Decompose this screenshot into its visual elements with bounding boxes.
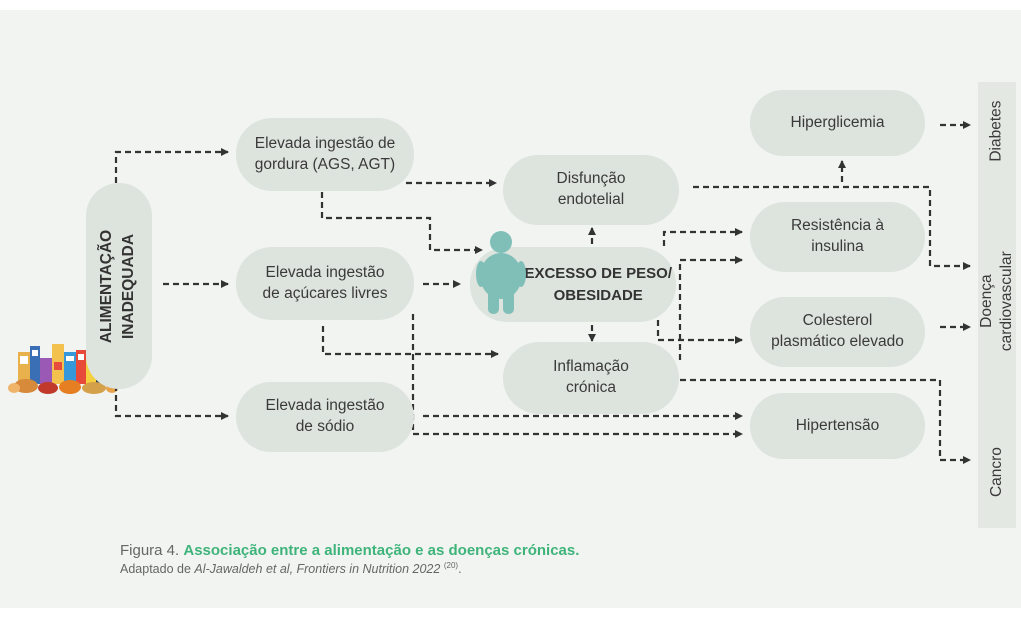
- alimentacao-line-2: INADEQUADA: [121, 233, 138, 339]
- node-alimentacao-inadequada: ALIMENTAÇÃO INADEQUADA: [86, 183, 152, 389]
- colesterol-line-2: plasmático elevado: [771, 333, 904, 350]
- cancro-label: Cancro: [987, 447, 1005, 497]
- figure-source: Adaptado de Al-Jawaldeh et al, Frontiers…: [120, 561, 462, 576]
- arrow-excesso-resistencia: [662, 228, 743, 246]
- inflamacao-line-1: Inflamação: [553, 358, 629, 376]
- figure-caption: Figura 4. Associação entre a alimentação…: [120, 542, 579, 559]
- doenca-line-1: Doença: [977, 274, 995, 328]
- gordura-line-2: gordura (AGS, AGT): [254, 155, 396, 173]
- disfuncao-line-2: endotelial: [557, 191, 625, 208]
- alimentacao-line-1: ALIMENTAÇÃO: [98, 229, 116, 343]
- node-resistencia-insulina: Resistência à insulina: [750, 202, 925, 272]
- outcome-diabetes: Diabetes: [978, 86, 1016, 176]
- node-inflamacao-cronica: Inflamação crónica: [503, 342, 679, 414]
- arrow-alim-sodio: [114, 385, 229, 420]
- outcome-cancro: Cancro: [978, 420, 1016, 524]
- disfuncao-line-1: Disfunção: [556, 170, 626, 188]
- node-gordura: Elevada ingestão de gordura (AGS, AGT): [236, 118, 414, 191]
- doenca-line-2: cardiovascular: [998, 251, 1015, 351]
- sodio-line-2: de sódio: [295, 418, 355, 435]
- source-reference: (20): [443, 561, 459, 570]
- source-citation: Al-Jawaldeh et al, Frontiers in Nutritio…: [194, 562, 441, 577]
- arrow-inflamacao-cancro: [680, 378, 971, 464]
- node-acucares: Elevada ingestão de açúcares livres: [236, 247, 414, 320]
- gordura-line-1: Elevada ingestão de: [254, 134, 396, 152]
- sodio-line-1: Elevada ingestão: [265, 397, 385, 415]
- excesso-line-1: EXCESSO DE PESO/: [524, 264, 672, 282]
- figure-label: Figura 4.: [120, 542, 180, 559]
- hiperglicemia-label: Hiperglicemia: [790, 113, 885, 131]
- resistencia-line-1: Resistência à: [790, 217, 885, 235]
- arrow-acucares-hipertensao: [411, 314, 743, 438]
- source-suffix: .: [458, 562, 462, 577]
- arrow-alim-gordura: [114, 148, 229, 183]
- node-hipertensao: Hipertensão: [750, 393, 925, 459]
- node-colesterol: Colesterol plasmático elevado: [750, 297, 925, 367]
- source-prefix: Adaptado de: [120, 562, 195, 577]
- arrow-inflamacao-resistencia: [678, 256, 743, 360]
- inflamacao-line-2: crónica: [566, 379, 616, 396]
- node-hiperglicemia: Hiperglicemia: [750, 90, 925, 156]
- acucares-line-2: de açúcares livres: [262, 284, 388, 302]
- resistencia-line-2: insulina: [811, 238, 864, 255]
- arrow-disfuncao-doenca: [693, 185, 971, 270]
- colesterol-line-1: Colesterol: [802, 312, 873, 330]
- acucares-line-1: Elevada ingestão: [265, 263, 385, 281]
- arrow-excesso-colesterol: [656, 320, 743, 344]
- arrow-acucares-inflamacao: [321, 326, 499, 358]
- arrow-gordura-excesso: [320, 192, 483, 254]
- figure-title: Associação entre a alimentação e as doen…: [183, 542, 580, 559]
- obese-person-icon: [476, 231, 526, 314]
- excesso-line-2: OBESIDADE: [553, 286, 643, 304]
- node-disfuncao-endotelial: Disfunção endotelial: [503, 155, 679, 225]
- outcome-doenca-cardiovascular: Doença cardiovascular: [978, 212, 1016, 390]
- diabetes-label: Diabetes: [987, 100, 1005, 162]
- outcome-column: [978, 82, 1016, 528]
- node-sodio: Elevada ingestão de sódio: [236, 382, 414, 452]
- hipertensao-label: Hipertensão: [795, 416, 880, 434]
